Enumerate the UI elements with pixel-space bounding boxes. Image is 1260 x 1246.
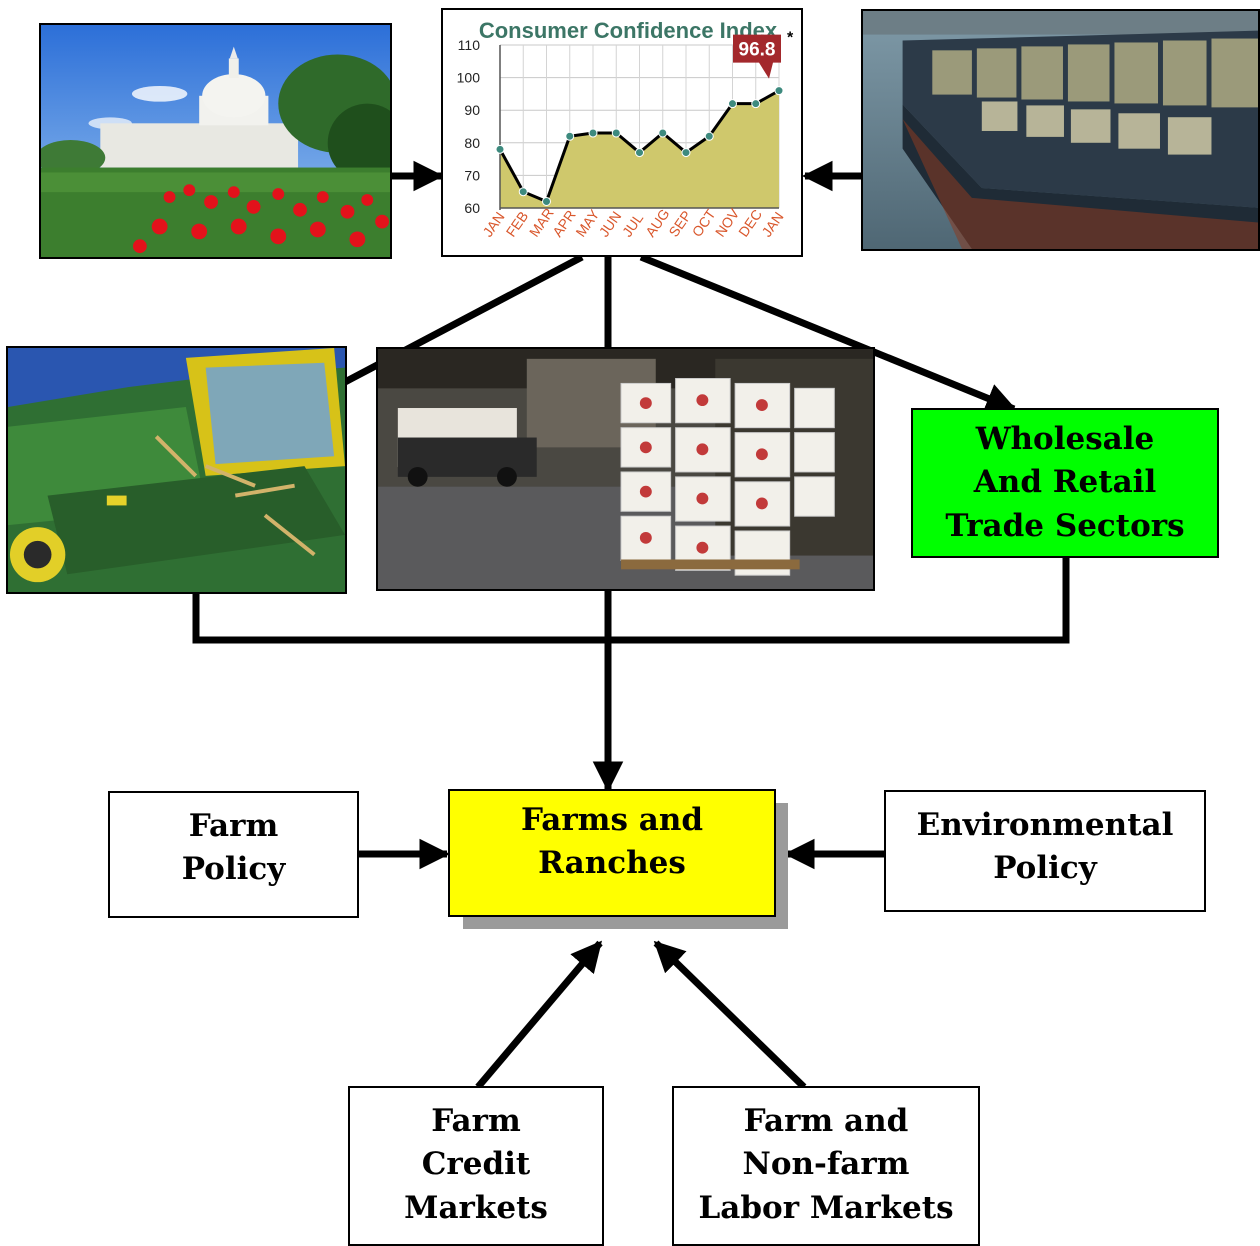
data-point-10 bbox=[728, 99, 737, 109]
data-point-1 bbox=[518, 187, 528, 197]
wholesale-retail-trade-box: Wholesale And Retail Trade Sectors bbox=[911, 408, 1219, 558]
environmental-line-1: Environmental bbox=[916, 807, 1174, 843]
wholesale-line-2: And Retail bbox=[973, 464, 1157, 501]
chart-y-ticks: 60 70 80 90 100 110 bbox=[457, 37, 481, 216]
farms-line-1: Farms and bbox=[520, 802, 704, 838]
callout-asterisk: * bbox=[787, 30, 794, 47]
y-tick-label-4: 100 bbox=[457, 70, 481, 86]
labor-line-1: Farm and bbox=[743, 1103, 909, 1139]
x-tick-label-3: APR bbox=[549, 207, 579, 240]
chart-area-fill bbox=[500, 90, 779, 208]
y-tick-label-0: 60 bbox=[464, 200, 480, 216]
x-tick-label-9: OCT bbox=[689, 206, 719, 240]
y-tick-label-5: 110 bbox=[458, 37, 481, 53]
data-point-11 bbox=[751, 99, 761, 109]
data-point-0 bbox=[495, 144, 505, 154]
farm-policy-box: Farm Policy bbox=[108, 791, 359, 918]
credit-line-3: Markets bbox=[404, 1189, 548, 1226]
arrow-credit-to-farms bbox=[475, 940, 603, 1090]
data-point-8 bbox=[681, 148, 691, 158]
x-tick-label-0: JAN bbox=[479, 209, 507, 240]
chart-points bbox=[495, 86, 784, 206]
x-tick-label-7: AUG bbox=[642, 206, 673, 240]
labor-line-3: Labor Markets bbox=[698, 1189, 954, 1226]
consumer-confidence-chart: Consumer Confidence Index 60 70 80 90 100 110… bbox=[441, 8, 803, 257]
environmental-line-2: Policy bbox=[993, 850, 1097, 887]
wholesale-line-3: Trade Sectors bbox=[945, 507, 1185, 544]
chart-title: Consumer Confidence Index bbox=[479, 18, 778, 43]
farm-credit-markets-box: Farm Credit Markets bbox=[348, 1086, 604, 1246]
y-tick-label-1: 70 bbox=[464, 167, 480, 183]
credit-line-1: Farm bbox=[431, 1103, 521, 1139]
farm-policy-line-2: Policy bbox=[181, 851, 286, 888]
data-point-6 bbox=[635, 148, 644, 158]
x-tick-label-2: MAR bbox=[526, 205, 557, 240]
x-tick-label-8: SEP bbox=[665, 208, 694, 240]
data-point-2 bbox=[542, 196, 551, 206]
arrow-labor-to-farms bbox=[653, 940, 807, 1090]
x-tick-label-11: DEC bbox=[735, 206, 765, 239]
produce-boxes-loading-photo bbox=[376, 347, 875, 591]
farm-policy-line-1: Farm bbox=[188, 808, 279, 844]
x-tick-label-12: JAN bbox=[758, 209, 786, 240]
cargo-ship-photo bbox=[861, 9, 1260, 251]
x-tick-label-10: NOV bbox=[712, 205, 743, 240]
x-tick-label-5: JUN bbox=[596, 208, 625, 239]
wholesale-line-1: Wholesale bbox=[975, 420, 1155, 457]
farms-line-2: Ranches bbox=[538, 845, 686, 882]
labor-markets-box: Farm and Non-farm Labor Markets bbox=[672, 1086, 980, 1246]
data-point-3 bbox=[565, 131, 575, 141]
labor-line-2: Non-farm bbox=[742, 1146, 910, 1183]
line-bottom-bus bbox=[192, 556, 1070, 644]
callout-bubble bbox=[733, 34, 781, 79]
y-tick-label-3: 90 bbox=[464, 102, 480, 118]
chart-canvas: Consumer Confidence Index 60 70 80 90 100 110… bbox=[457, 18, 794, 240]
data-point-7 bbox=[658, 128, 668, 138]
data-point-12 bbox=[774, 86, 784, 96]
y-tick-label-2: 80 bbox=[464, 135, 480, 151]
callout-value-label: 96.8 bbox=[739, 40, 776, 61]
chart-callout: 96.8 * bbox=[733, 30, 794, 79]
tractor-harvester-photo bbox=[6, 346, 347, 594]
x-tick-label-1: FEB bbox=[503, 208, 532, 239]
data-point-5 bbox=[611, 128, 621, 138]
environmental-policy-box: Environmental Policy bbox=[884, 790, 1206, 912]
data-point-9 bbox=[704, 131, 714, 141]
farms-and-ranches-box: Farms and Ranches bbox=[448, 789, 776, 917]
credit-line-2: Credit bbox=[421, 1146, 531, 1183]
capitol-building-photo bbox=[39, 23, 392, 259]
arrow-chart-to-wholesale bbox=[639, 253, 1017, 413]
x-tick-label-4: MAY bbox=[572, 206, 602, 240]
x-tick-label-6: JUL bbox=[619, 210, 647, 240]
data-point-4 bbox=[588, 128, 598, 138]
